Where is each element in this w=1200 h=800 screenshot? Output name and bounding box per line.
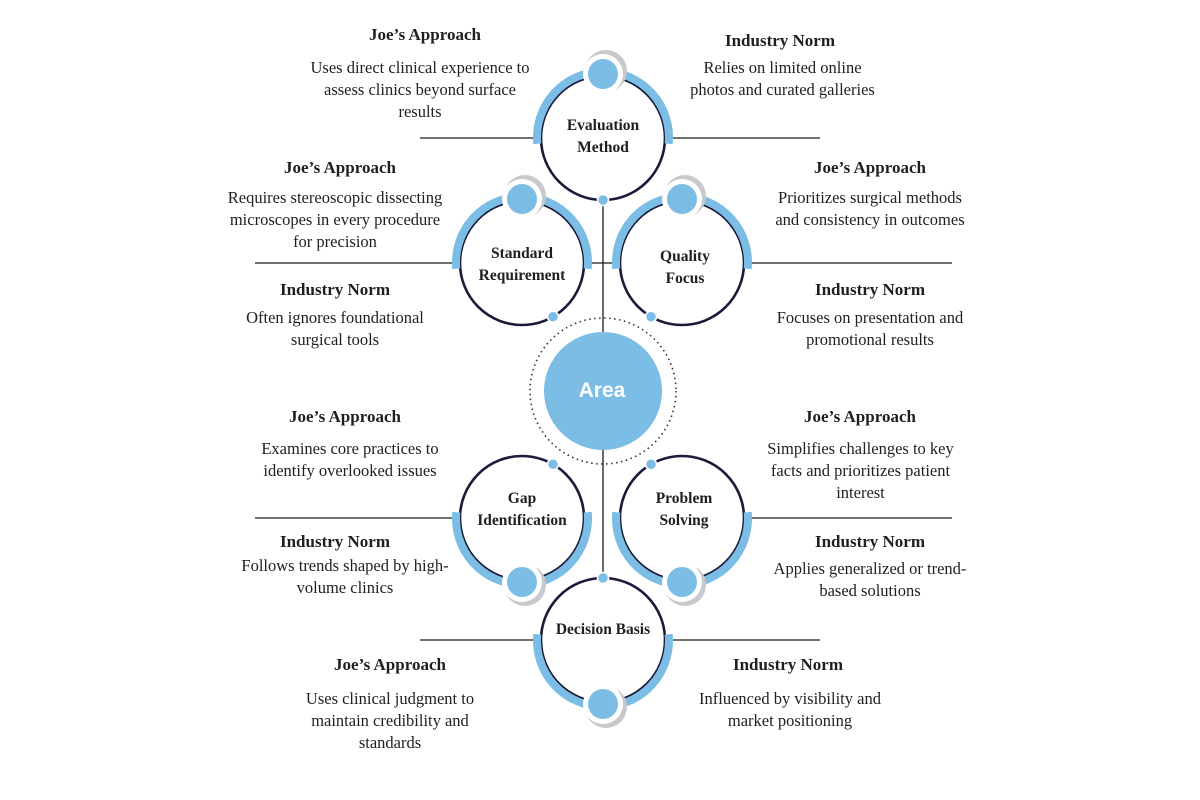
gap-identification-node-base (457, 453, 587, 583)
evaluation-method-industry-norm-heading: Industry Norm (724, 31, 836, 50)
standard-requirement-node-base (457, 198, 587, 328)
gap-identification-joes-approach-heading: Joe’s Approach (289, 407, 401, 426)
decision-basis-knob (588, 689, 618, 719)
problem-solving-joes-approach-text: Simplifies challenges to key facts and p… (767, 439, 954, 502)
quality-focus-node-base (617, 198, 747, 328)
standard-requirement-joes-approach-heading: Joe’s Approach (284, 158, 396, 177)
center-area-circle (544, 332, 662, 450)
decision-basis-industry-norm-heading: Industry Norm (732, 655, 844, 674)
evaluation-method-joes-approach-heading: Joe’s Approach (369, 25, 481, 44)
problem-solving-node-base (617, 453, 747, 583)
gap-identification-connector-dot (546, 458, 560, 471)
gap-identification-industry-norm-heading: Industry Norm (279, 532, 391, 551)
problem-solving-industry-norm-text: Applies generalized or trend-based solut… (773, 559, 967, 600)
decision-basis-industry-norm-text: Influenced by visibility and market posi… (699, 689, 881, 730)
problem-solving-knob (667, 567, 697, 597)
problem-solving-joes-approach-heading: Joe’s Approach (804, 407, 916, 426)
quality-focus-industry-norm-text: Focuses on presentation and promotional … (776, 308, 964, 349)
evaluation-method-label: Evaluation Method (566, 117, 640, 156)
evaluation-method-node-base (538, 73, 668, 203)
standard-requirement-label: Standard Requirement (478, 245, 566, 284)
standard-requirement-knob (507, 184, 537, 214)
quality-focus-label: Quality Focus (660, 248, 710, 287)
decision-basis-label: Decision Basis (555, 621, 651, 638)
evaluation-method-knob (588, 59, 618, 89)
center-dotted-ring (529, 317, 677, 465)
standard-requirement-connector-dot (546, 310, 560, 323)
standard-requirement-industry-norm-heading: Industry Norm (279, 280, 391, 299)
decision-basis-joes-approach-text: Uses clinical judgment to maintain credi… (305, 689, 475, 752)
problem-solving-industry-norm-heading: Industry Norm (814, 532, 926, 551)
evaluation-method-industry-norm-text: Relies on limited online photos and cura… (690, 58, 875, 99)
evaluation-method-connector-dot (596, 193, 610, 207)
quality-focus-joes-approach-text: Prioritizes surgical methods and consist… (775, 188, 965, 229)
gap-identification-knob (507, 567, 537, 597)
gap-identification-label: Gap Identification (477, 490, 567, 529)
gap-identification-joes-approach-text: Examines core practices to identify over… (261, 439, 439, 480)
quality-focus-joes-approach-heading: Joe’s Approach (814, 158, 926, 177)
decision-basis-connector-dot (596, 571, 610, 585)
gap-identification-industry-norm-text: Follows trends shaped by high-volume cli… (241, 556, 449, 597)
quality-focus-connector-dot (644, 310, 658, 323)
quality-focus-industry-norm-heading: Industry Norm (814, 280, 926, 299)
problem-solving-label: Problem Solving (655, 490, 713, 529)
decision-basis-node-base (538, 575, 668, 705)
problem-solving-connector-dot (644, 458, 658, 471)
standard-requirement-industry-norm-text: Often ignores foundational surgical tool… (246, 308, 424, 349)
evaluation-method-joes-approach-text: Uses direct clinical experience to asses… (310, 58, 530, 121)
center-area-label: Area (578, 379, 626, 402)
standard-requirement-joes-approach-text: Requires stereoscopic dissecting microsc… (227, 188, 443, 251)
quality-focus-knob (667, 184, 697, 214)
decision-basis-joes-approach-heading: Joe’s Approach (334, 655, 446, 674)
